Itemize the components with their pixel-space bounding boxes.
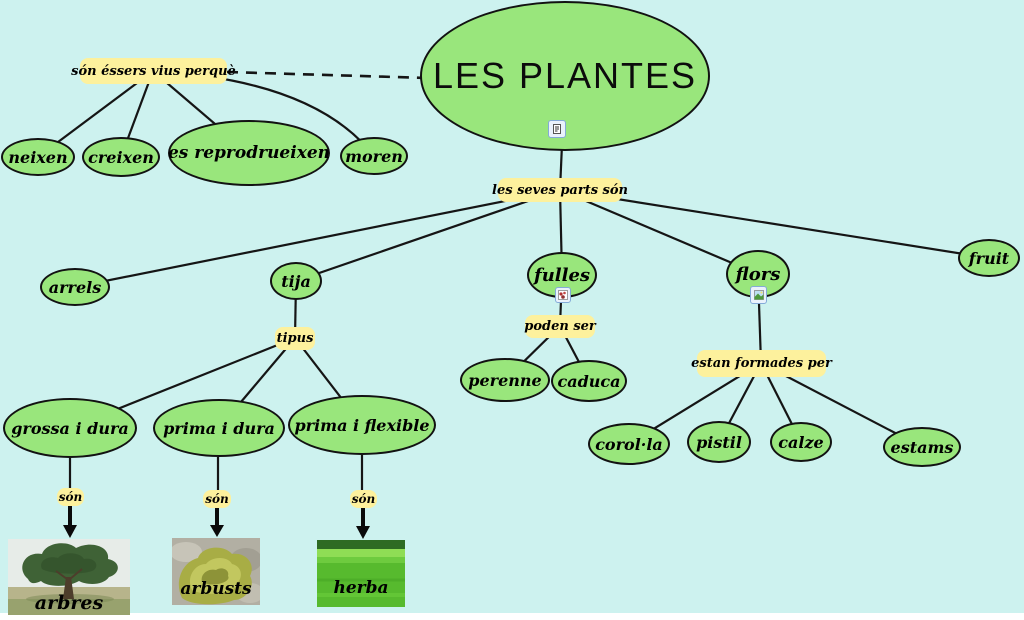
node-tija[interactable]: tija bbox=[270, 262, 322, 300]
node-calze[interactable]: calze bbox=[770, 422, 832, 462]
image-herba[interactable]: herba bbox=[317, 540, 405, 607]
node-perenne[interactable]: perenne bbox=[460, 358, 550, 402]
node-prima-i-dura[interactable]: prima i dura bbox=[153, 399, 285, 457]
node-es-reprodrueixen[interactable]: es reprodrueixen bbox=[168, 120, 330, 186]
node-prima-i-flexible[interactable]: prima i flexible bbox=[288, 395, 436, 455]
linking-phrase-essers-vius[interactable]: són éssers vius perquè bbox=[71, 58, 236, 84]
image-caption: herba bbox=[333, 578, 389, 598]
image-icon-glyph bbox=[753, 290, 764, 300]
linking-phrase-son-3[interactable]: són bbox=[350, 490, 377, 508]
node-arrels[interactable]: arrels bbox=[40, 268, 110, 306]
node-grossa-i-dura[interactable]: grossa i dura bbox=[3, 398, 137, 458]
linking-phrase-son-1[interactable]: són bbox=[57, 488, 84, 506]
image-icon[interactable] bbox=[750, 286, 767, 304]
linking-phrase-poden-ser[interactable]: poden ser bbox=[524, 315, 596, 338]
linking-phrase-tipus[interactable]: tipus bbox=[275, 327, 315, 350]
image-arbusts[interactable]: arbusts bbox=[172, 538, 260, 605]
node-moren[interactable]: moren bbox=[340, 137, 408, 175]
node-pistil[interactable]: pistil bbox=[687, 421, 751, 463]
tree-photo bbox=[8, 539, 130, 615]
grass-photo bbox=[317, 540, 405, 607]
note-icon-glyph bbox=[553, 124, 561, 134]
node-neixen[interactable]: neixen bbox=[1, 138, 75, 176]
map-title: LES PLANTES bbox=[432, 55, 698, 96]
image-caption: arbusts bbox=[180, 579, 252, 599]
image-icon-glyph bbox=[558, 290, 568, 300]
arrow-connectors bbox=[63, 506, 370, 539]
image-icon[interactable] bbox=[555, 287, 571, 303]
linking-phrase-parts[interactable]: les seves parts són bbox=[492, 178, 628, 202]
linking-phrase-son-2[interactable]: són bbox=[203, 490, 231, 508]
note-icon[interactable] bbox=[548, 120, 566, 138]
node-fruit[interactable]: fruit bbox=[958, 239, 1020, 277]
node-corolla[interactable]: corol·la bbox=[588, 423, 670, 465]
linking-phrase-formades[interactable]: estan formades per bbox=[691, 350, 832, 377]
node-caduca[interactable]: caduca bbox=[551, 360, 627, 402]
image-caption: arbres bbox=[34, 592, 104, 614]
shrub-photo bbox=[172, 538, 260, 605]
image-arbres[interactable]: arbres bbox=[8, 539, 130, 615]
node-creixen[interactable]: creixen bbox=[82, 137, 160, 177]
node-estams[interactable]: estams bbox=[883, 427, 961, 467]
bottom-strip bbox=[0, 613, 1024, 620]
